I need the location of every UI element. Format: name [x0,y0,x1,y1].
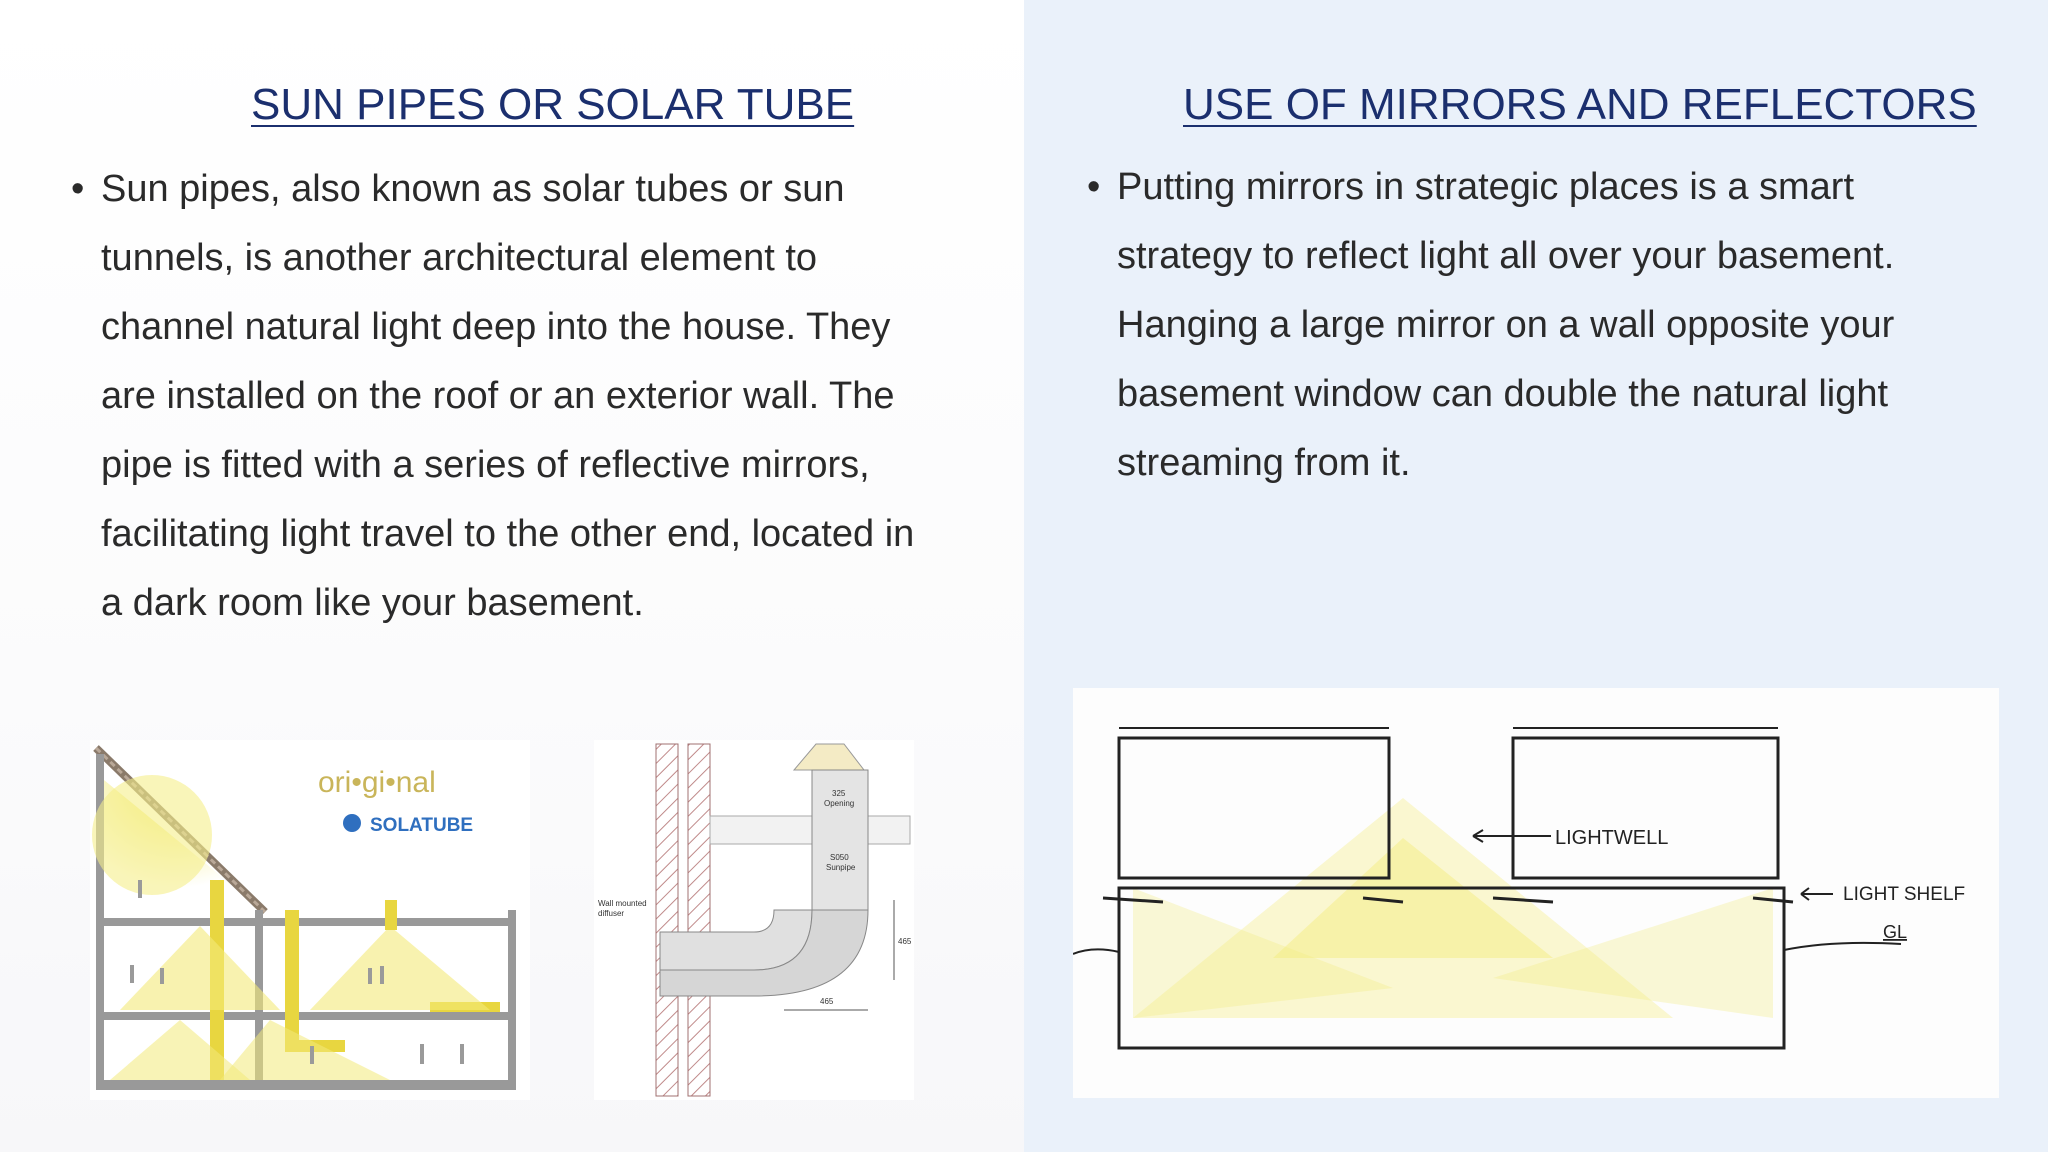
label-diffuser-line1: Wall mounted [598,899,647,908]
text-line: strategy to reflect light all over your … [1117,235,1895,277]
bullet-dot: • [71,168,85,210]
label-sunpipe-number: S050 [830,853,849,862]
bullet-dot: • [1087,166,1101,208]
text-line: tunnels, is another architectural elemen… [101,237,818,279]
solatube-house-illustration: ori•gi•nal SOLATUBE [90,740,530,1100]
logo-tagline: ori•gi•nal [318,766,436,799]
dimension-vertical: 465 [898,937,912,946]
text-line: Hanging a large mirror on a wall opposit… [1117,304,1895,346]
right-heading: USE OF MIRRORS AND REFLECTORS [1183,80,1977,129]
text-line: basement window can double the natural l… [1117,373,1889,415]
label-diffuser-line2: diffuser [598,909,624,918]
sunpipe-technical-drawing: 325 Opening S050 Sunpipe Wall mounted di… [594,740,914,1100]
label-lightwell: LIGHTWELL [1555,827,1668,849]
left-heading: SUN PIPES OR SOLAR TUBE [251,80,855,129]
text-line: streaming from it. [1117,442,1411,484]
dimension-horizontal: 465 [820,997,834,1006]
text-line: Putting mirrors in strategic places is a… [1117,166,1855,208]
logo-brand: SOLATUBE [370,815,473,836]
left-bullet: • Sun pipes, also known as solar tubes o… [71,155,981,638]
right-bullet: • Putting mirrors in strategic places is… [1087,153,1997,498]
text-line: channel natural light deep into the hous… [101,306,891,348]
label-ground-level: GL [1883,922,1907,942]
label-sunpipe: Sunpipe [826,863,856,872]
text-line: Sun pipes, also known as solar tubes or … [101,168,845,210]
text-line: are installed on the roof or an exterior… [101,375,895,417]
text-line: facilitating light travel to the other e… [101,513,915,555]
label-opening: Opening [824,799,854,808]
label-opening-number: 325 [832,789,846,798]
lightwell-sketch: LIGHTWELL LIGHT SHELF GL [1073,688,1999,1098]
text-line: a dark room like your basement. [101,582,644,624]
text-line: pipe is fitted with a series of reflecti… [101,444,870,486]
label-lightshelf: LIGHT SHELF [1843,884,1965,905]
